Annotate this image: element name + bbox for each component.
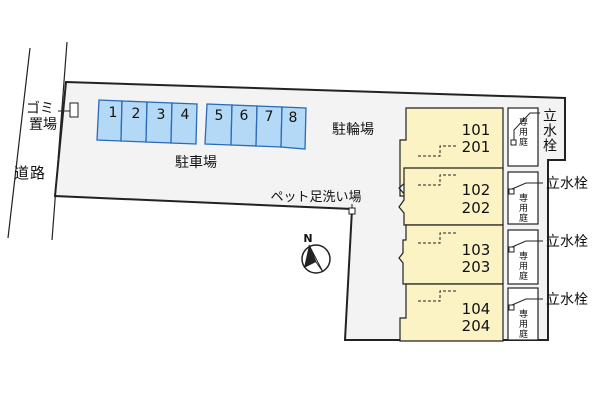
compass-icon: N: [301, 232, 331, 274]
faucet-label: 立水栓: [546, 234, 588, 250]
unit-number-lower: 204: [462, 317, 491, 335]
garden-strips: [507, 107, 539, 341]
parking-space-number: 2: [132, 106, 141, 122]
garden-strip: [507, 107, 539, 167]
faucet-leader-line: [513, 112, 540, 140]
faucet-leader-line: [511, 182, 543, 190]
parking-space-number: 3: [157, 107, 166, 123]
faucet-label: 立水栓: [546, 292, 588, 308]
garden-strip: [507, 229, 539, 285]
faucet-leader-line: [511, 240, 543, 248]
garden-label: 専用庭: [517, 117, 527, 147]
unit-block: [398, 107, 504, 197]
faucet-marker-icon: [508, 304, 515, 311]
garbage-label-line1: ゴミ: [26, 100, 54, 117]
garden-strip: [507, 287, 539, 341]
parking-space: [280, 106, 307, 150]
bicycle-parking-label: 駐輪場: [332, 121, 374, 138]
parking-group-left: [96, 99, 198, 145]
parking-space: [170, 102, 198, 145]
faucet-marker-icon: [508, 246, 515, 253]
unit-number-lower: 201: [462, 138, 491, 156]
faucet-markers: [508, 112, 543, 311]
parking-label: 駐車場: [175, 154, 217, 171]
parking-space-number: 6: [240, 108, 249, 124]
unit-number-lower: 203: [462, 258, 491, 276]
parking-space-number: 1: [109, 105, 118, 121]
parking-space-number: 5: [215, 108, 224, 124]
parking-group-right: [204, 103, 307, 150]
faucet-marker-icon: [510, 139, 517, 146]
faucet-leader-line: [511, 298, 543, 306]
parking-space-number: 8: [289, 110, 298, 126]
parking-space-number: 7: [265, 109, 274, 125]
faucet-marker-icon: [508, 188, 515, 195]
garbage-label-line2: 置場: [29, 117, 57, 133]
building: [398, 107, 504, 342]
garden-label: 専用庭: [517, 193, 527, 223]
unit-number-lower: 202: [462, 199, 491, 217]
unit-number-upper: 103: [462, 241, 491, 259]
stair-dashes: [418, 145, 458, 302]
compass-north-label: N: [303, 232, 312, 245]
road-edge-line: [7, 47, 31, 239]
faucet-label: 立水栓: [546, 176, 588, 192]
parking-space-number: 4: [181, 107, 190, 123]
garden-label: 専用庭: [517, 251, 527, 281]
unit-number-upper: 104: [462, 300, 491, 318]
garbage-box-icon: [69, 102, 79, 118]
garden-strip: [507, 171, 539, 225]
pet-wash-label: ペット足洗い場: [270, 190, 361, 205]
unit-number-upper: 101: [462, 121, 491, 139]
unit-block: [398, 167, 504, 226]
faucet-label-vertical: 立水栓: [541, 108, 557, 153]
unit-number-upper: 102: [462, 181, 491, 199]
pet-wash-marker-icon: [348, 207, 356, 215]
unit-block: [399, 283, 504, 342]
road-label: 道路: [14, 164, 47, 182]
unit-block: [398, 224, 504, 285]
garden-label: 専用庭: [517, 309, 527, 339]
